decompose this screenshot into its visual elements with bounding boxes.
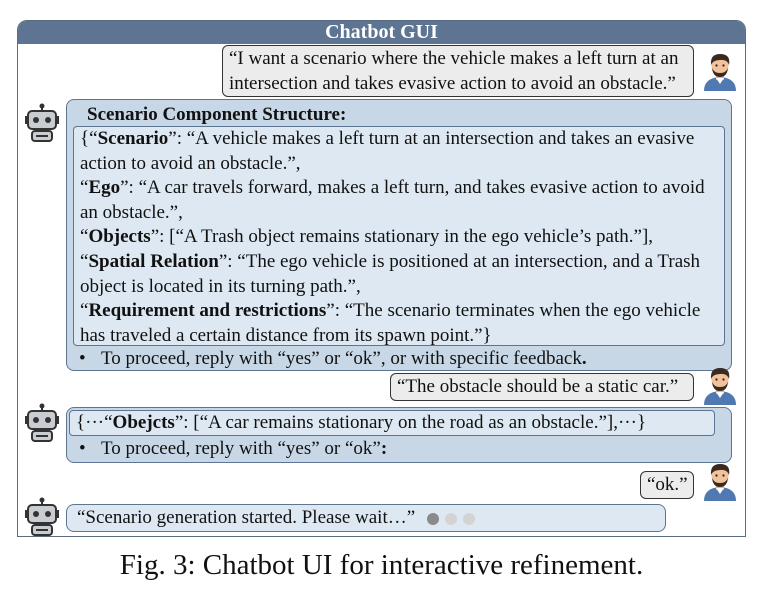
objects-update-box: {···“Obejcts”: [“A car remains stationar… bbox=[69, 410, 715, 436]
user-message-1: “I want a scenario where the vehicle mak… bbox=[222, 45, 694, 97]
chatbot-window: Chatbot GUI “I want a scenario where the… bbox=[17, 20, 746, 537]
user-message-1-text: “I want a scenario where the vehicle mak… bbox=[229, 48, 679, 94]
user-message-3-text: “ok.” bbox=[647, 474, 688, 495]
structure-objects: “Objects”: [“A Trash object remains stat… bbox=[80, 226, 654, 248]
man-avatar-icon bbox=[704, 368, 736, 405]
man-avatar-icon bbox=[704, 54, 736, 91]
window-title: Chatbot GUI bbox=[18, 21, 745, 44]
user-message-2-text: “The obstacle should be a static car.” bbox=[397, 376, 679, 397]
bullet-mark: • bbox=[79, 348, 86, 369]
structure-box: {“Scenario”: “A vehicle makes a left tur… bbox=[73, 126, 725, 346]
robot-icon bbox=[25, 497, 59, 536]
user-message-3: “ok.” bbox=[640, 471, 694, 499]
bot-message-3: “Scenario generation started. Please wai… bbox=[66, 504, 666, 532]
bullet-mark: • bbox=[79, 438, 86, 459]
structure-spatial-relation: “Spatial Relation”: “The ego vehicle is … bbox=[80, 250, 701, 297]
structure-ego: “Ego”: “A car travels forward, makes a l… bbox=[80, 177, 705, 223]
bot2-proceed-prompt: •To proceed, reply with “yes” or “ok”: bbox=[71, 437, 387, 461]
bot-message-1: Scenario Component Structure: {“Scenario… bbox=[66, 99, 732, 371]
structure-heading: Scenario Component Structure: bbox=[87, 104, 347, 125]
typing-dots-icon bbox=[424, 506, 478, 532]
structure-scenario: {“Scenario”: “A vehicle makes a left tur… bbox=[80, 128, 695, 174]
structure-requirements: “Requirement and restrictions”: “The sce… bbox=[80, 300, 701, 346]
robot-icon bbox=[25, 403, 59, 442]
bot-message-3-text: “Scenario generation started. Please wai… bbox=[77, 507, 416, 528]
bot1-proceed-prompt: •To proceed, reply with “yes” or “ok”, o… bbox=[71, 347, 587, 371]
robot-icon bbox=[25, 103, 59, 142]
bot-message-2: {···“Obejcts”: [“A car remains stationar… bbox=[66, 407, 732, 463]
user-message-2: “The obstacle should be a static car.” bbox=[390, 373, 694, 401]
figure-caption: Fig. 3: Chatbot UI for interactive refin… bbox=[119, 549, 644, 581]
man-avatar-icon bbox=[704, 464, 736, 501]
